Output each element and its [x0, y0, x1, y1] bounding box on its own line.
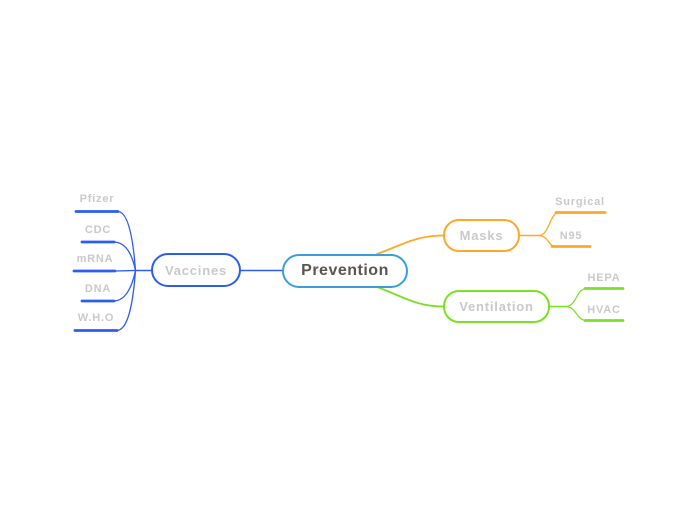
leaf-who[interactable]: W.H.O [77, 312, 115, 324]
edge-root-ventilation [376, 286, 444, 308]
node-ventilation-label: Ventilation [459, 299, 534, 314]
node-vaccines-label: Vaccines [164, 262, 228, 278]
leaf-n95[interactable]: N95 [559, 230, 583, 242]
leaf-dna[interactable]: DNA [84, 283, 112, 295]
leaf-hepa[interactable]: HEPA [587, 272, 621, 284]
node-prevention-label: Prevention [301, 262, 389, 279]
edge-vaccines-mrna [114, 269, 136, 272]
leaf-hvac[interactable]: HVAC [587, 304, 621, 316]
node-prevention[interactable]: Prevention [282, 254, 408, 288]
leaf-pfizer[interactable]: Pfizer [79, 193, 115, 205]
leaf-cdc[interactable]: CDC [84, 224, 112, 236]
node-masks[interactable]: Masks [443, 219, 520, 252]
node-masks-label: Masks [459, 228, 504, 243]
node-vaccines[interactable]: Vaccines [151, 253, 241, 287]
node-ventilation[interactable]: Ventilation [443, 290, 550, 323]
leaf-mrna[interactable]: mRNA [76, 253, 114, 265]
leaf-surgical[interactable]: Surgical [555, 196, 605, 208]
edge-root-masks [376, 234, 444, 255]
